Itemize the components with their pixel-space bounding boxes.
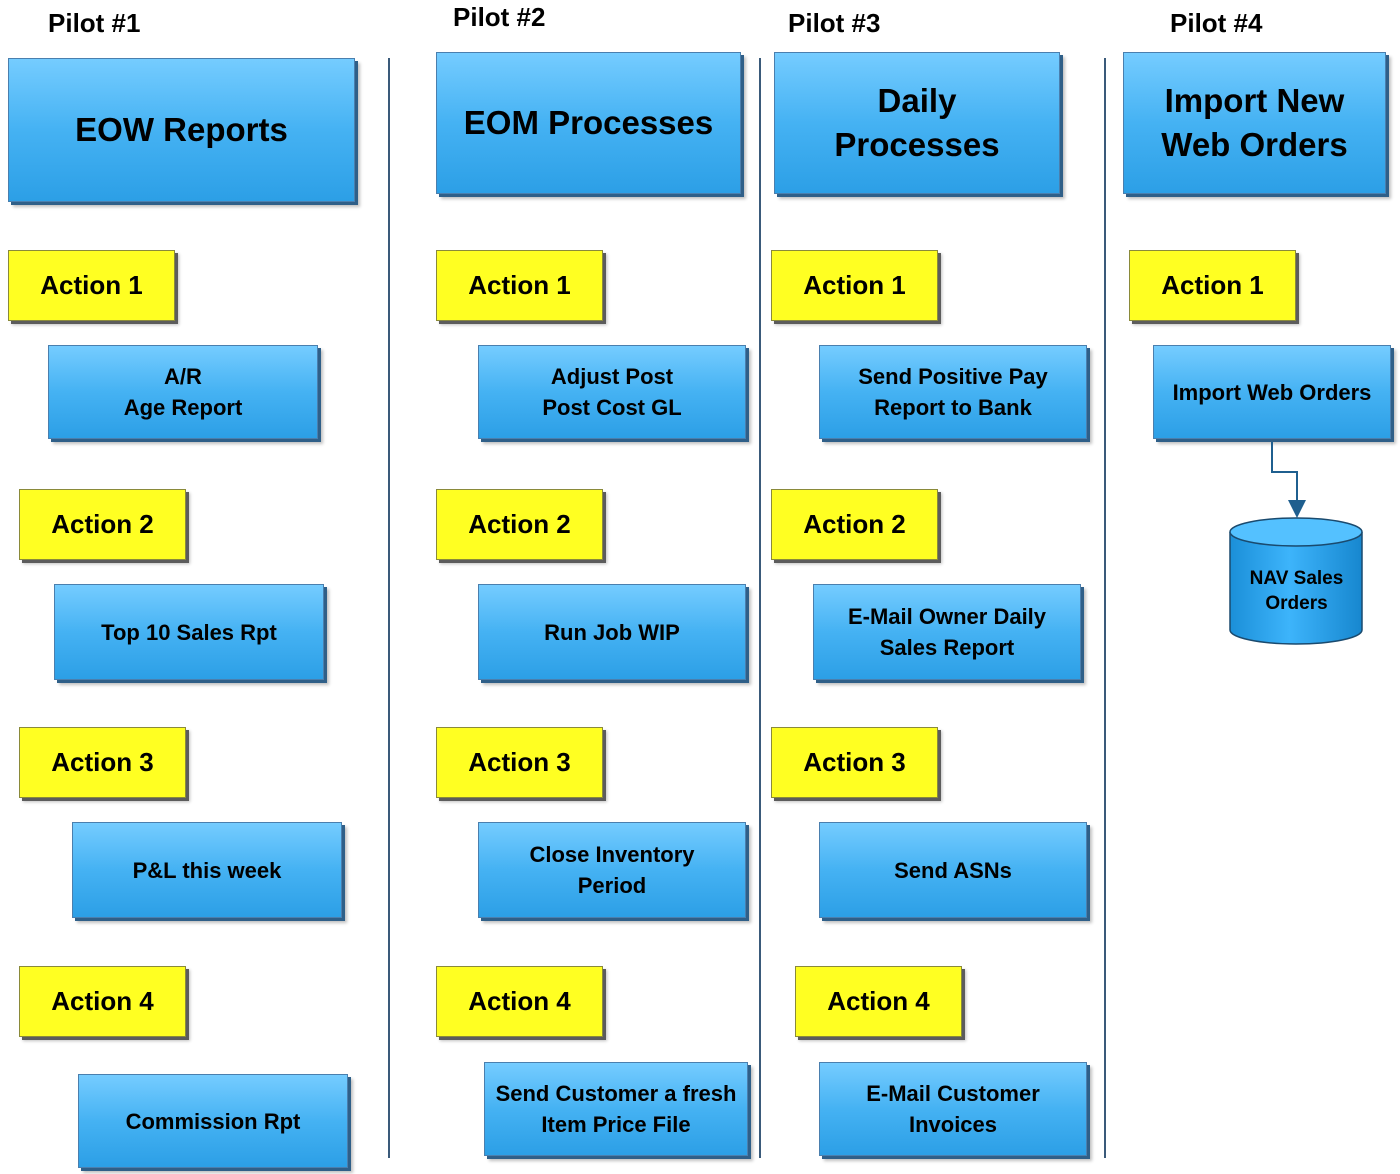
database-label: NAV Sales Orders	[1249, 568, 1344, 614]
action-label: Action 1	[40, 270, 143, 300]
pilot-2-header-box: EOM Processes	[436, 52, 741, 194]
step-text: Send Positive Pay Report to Bank	[858, 364, 1048, 420]
database-icon	[1229, 517, 1363, 645]
pilot-2-step-2-box: Run Job WIP	[478, 584, 746, 680]
action-label: Action 4	[827, 986, 930, 1016]
pilot-4-header-box: Import New Web Orders	[1123, 52, 1386, 194]
pilot-2-action-4-box: Action 4	[436, 966, 603, 1037]
action-label: Action 1	[803, 270, 906, 300]
pilot-3-step-3-box: Send ASNs	[819, 822, 1087, 918]
pilot-2-step-3-box: Close Inventory Period	[478, 822, 746, 918]
step-text: Import Web Orders	[1172, 379, 1372, 405]
pilot-1-header-box: EOW Reports	[8, 58, 355, 202]
pilot-3-action-1-box: Action 1	[771, 250, 938, 321]
action-label: Action 4	[51, 986, 154, 1016]
step-text: Adjust Post Post Cost GL	[542, 364, 682, 420]
pilot-1-step-3-box: P&L this week	[72, 822, 342, 918]
pilot-4-label: Pilot #4	[1170, 8, 1263, 38]
pilot-1-action-2-box: Action 2	[19, 489, 186, 560]
action-label: Action 1	[1161, 270, 1264, 300]
connector-line	[1271, 442, 1298, 502]
action-label: Action 2	[51, 509, 154, 539]
pilot-3-action-2-box: Action 2	[771, 489, 938, 560]
pilot-4-action-1-box: Action 1	[1129, 250, 1296, 321]
step-text: E-Mail Owner Daily Sales Report	[847, 604, 1047, 660]
pilot-1-action-1-box: Action 1	[8, 250, 175, 321]
step-text: Run Job WIP	[544, 619, 680, 645]
step-text: Top 10 Sales Rpt	[101, 619, 277, 645]
pilot-1-step-1-box: A/R Age Report	[48, 345, 318, 439]
pilot-1-action-3-box: Action 3	[19, 727, 186, 798]
pilot-2-action-3-box: Action 3	[436, 727, 603, 798]
pilot-4-title: Import New Web Orders	[1161, 82, 1348, 163]
pilot-2-action-2-box: Action 2	[436, 489, 603, 560]
step-text: Close Inventory Period	[529, 842, 695, 898]
action-label: Action 2	[468, 509, 571, 539]
pilot-3-header-box: Daily Processes	[774, 52, 1060, 194]
pilot-2-step-4-box: Send Customer a fresh Item Price File	[484, 1062, 748, 1156]
pilot-3-label: Pilot #3	[788, 8, 881, 38]
pilot-1-step-4-box: Commission Rpt	[78, 1074, 348, 1168]
action-label: Action 4	[468, 986, 571, 1016]
action-label: Action 3	[468, 747, 571, 777]
pilot-1-title: EOW Reports	[75, 111, 288, 148]
step-text: Send Customer a fresh Item Price File	[495, 1081, 737, 1137]
action-label: Action 3	[51, 747, 154, 777]
action-label: Action 3	[803, 747, 906, 777]
column-divider-3	[1104, 58, 1106, 1158]
pilot-1-action-4-box: Action 4	[19, 966, 186, 1037]
column-divider-1	[388, 58, 390, 1158]
action-label: Action 2	[803, 509, 906, 539]
pilot-3-step-1-box: Send Positive Pay Report to Bank	[819, 345, 1087, 439]
connector-arrowhead	[1288, 500, 1306, 518]
pilot-3-step-2-box: E-Mail Owner Daily Sales Report	[813, 584, 1081, 680]
step-text: Send ASNs	[894, 857, 1012, 883]
action-label: Action 1	[468, 270, 571, 300]
pilot-1-step-2-box: Top 10 Sales Rpt	[54, 584, 324, 680]
pilot-2-action-1-box: Action 1	[436, 250, 603, 321]
pilot-4-step-1-box: Import Web Orders	[1153, 345, 1391, 439]
pilot-2-step-1-box: Adjust Post Post Cost GL	[478, 345, 746, 439]
step-text: E-Mail Customer Invoices	[866, 1081, 1040, 1137]
step-text: A/R Age Report	[123, 364, 243, 420]
pilot-3-action-4-box: Action 4	[795, 966, 962, 1037]
pilot-2-title: EOM Processes	[463, 104, 714, 141]
pilot-3-action-3-box: Action 3	[771, 727, 938, 798]
step-text: Commission Rpt	[125, 1108, 301, 1134]
pilot-3-step-4-box: E-Mail Customer Invoices	[819, 1062, 1087, 1156]
pilot-2-label: Pilot #2	[453, 2, 546, 32]
pilot-1-label: Pilot #1	[48, 8, 141, 38]
step-text: P&L this week	[132, 857, 282, 883]
pilot-3-title: Daily Processes	[834, 82, 1000, 163]
column-divider-2	[759, 58, 761, 1158]
